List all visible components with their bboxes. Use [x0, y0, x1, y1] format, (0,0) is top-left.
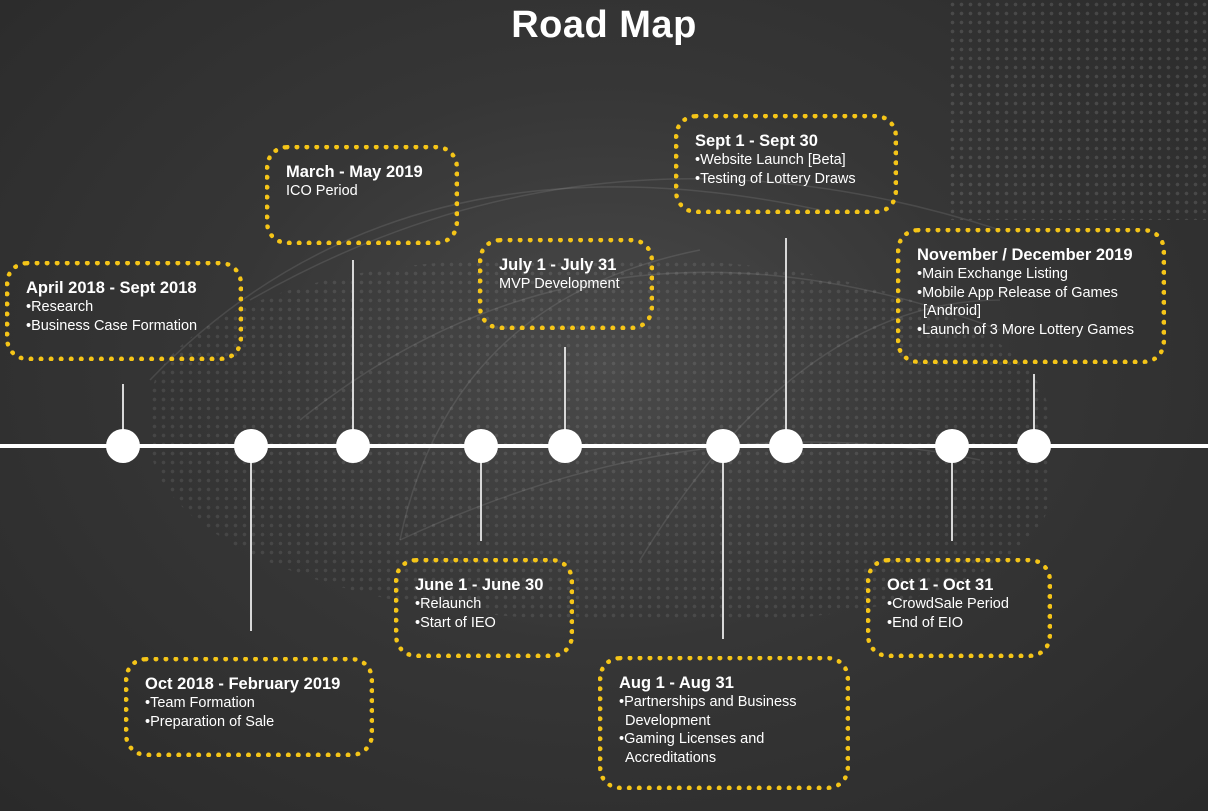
- timeline-node-m7: [935, 429, 969, 463]
- connector-m0: [122, 384, 124, 434]
- milestone-date: Aug 1 - Aug 31: [619, 674, 734, 692]
- timeline-line: [0, 444, 1208, 448]
- milestone-item: •Preparation of Sale: [145, 713, 275, 730]
- milestone-box: July 1 - July 31 MVP Development: [478, 238, 654, 330]
- milestone-item: •Business Case Formation: [26, 317, 198, 334]
- milestone-item: •Launch of 3 More Lottery Games: [917, 321, 1135, 338]
- timeline-node-m8: [1017, 429, 1051, 463]
- milestone-box: Oct 2018 - February 2019 •Team Formation…: [124, 657, 374, 757]
- milestone-date: Oct 1 - Oct 31: [887, 576, 994, 594]
- dot-pattern-decoration: [948, 0, 1208, 220]
- milestone-item: •Main Exchange Listing: [917, 266, 1068, 282]
- milestone-item: •Start of IEO: [415, 614, 496, 631]
- milestone-item: •Team Formation: [145, 695, 255, 711]
- timeline-node-m3: [464, 429, 498, 463]
- connector-m7: [951, 455, 953, 541]
- connector-m6: [785, 238, 787, 434]
- milestone-box: Oct 1 - Oct 31 •CrowdSale Period •End of…: [866, 558, 1052, 658]
- milestone-item: ICO Period: [286, 183, 358, 199]
- connector-m1: [250, 455, 252, 631]
- connector-m4: [564, 347, 566, 435]
- connector-m5: [722, 455, 724, 639]
- milestone-box: April 2018 - Sept 2018 •Research •Busine…: [5, 261, 243, 361]
- milestone-item: •End of EIO: [887, 614, 964, 631]
- milestone-box: Aug 1 - Aug 31 •Partnerships and Busines…: [598, 656, 850, 790]
- timeline-node-m0: [106, 429, 140, 463]
- milestone-date: March - May 2019: [286, 163, 423, 181]
- milestone-item: Development: [625, 712, 711, 729]
- milestone-date: July 1 - July 31: [499, 256, 617, 274]
- timeline-node-m6: [769, 429, 803, 463]
- milestone-item: MVP Development: [499, 276, 620, 292]
- timeline-node-m4: [548, 429, 582, 463]
- milestone-item: Accreditations: [625, 749, 717, 766]
- milestone-item: •Relaunch: [415, 596, 482, 612]
- milestone-box: June 1 - June 30 •Relaunch •Start of IEO: [394, 558, 574, 658]
- milestone-box: Sept 1 - Sept 30 •Website Launch [Beta] …: [674, 114, 898, 214]
- milestone-box: March - May 2019 ICO Period: [265, 145, 459, 245]
- connector-m3: [480, 455, 482, 541]
- milestone-item: •Gaming Licenses and: [619, 731, 765, 747]
- milestone-item: •Partnerships and Business: [619, 694, 797, 710]
- milestone-item: •Mobile App Release of Games: [917, 284, 1118, 301]
- milestone-date: Sept 1 - Sept 30: [695, 132, 818, 150]
- milestone-item: •Research: [26, 299, 94, 315]
- milestone-box: November / December 2019 •Main Exchange …: [896, 228, 1166, 364]
- timeline-node-m1: [234, 429, 268, 463]
- milestone-item: •Testing of Lottery Draws: [695, 170, 856, 187]
- milestone-date: Oct 2018 - February 2019: [145, 675, 341, 693]
- page-title: Road Map: [511, 4, 697, 46]
- timeline-node-m5: [706, 429, 740, 463]
- connector-m8: [1033, 374, 1035, 434]
- milestone-date: November / December 2019: [917, 246, 1133, 264]
- milestone-date: April 2018 - Sept 2018: [26, 279, 197, 297]
- milestone-date: June 1 - June 30: [415, 576, 544, 594]
- milestone-item: •Website Launch [Beta]: [695, 152, 846, 168]
- milestone-item: •CrowdSale Period: [887, 596, 1009, 612]
- connector-m2: [352, 260, 354, 434]
- milestone-item: [Android]: [923, 303, 982, 319]
- timeline-node-m2: [336, 429, 370, 463]
